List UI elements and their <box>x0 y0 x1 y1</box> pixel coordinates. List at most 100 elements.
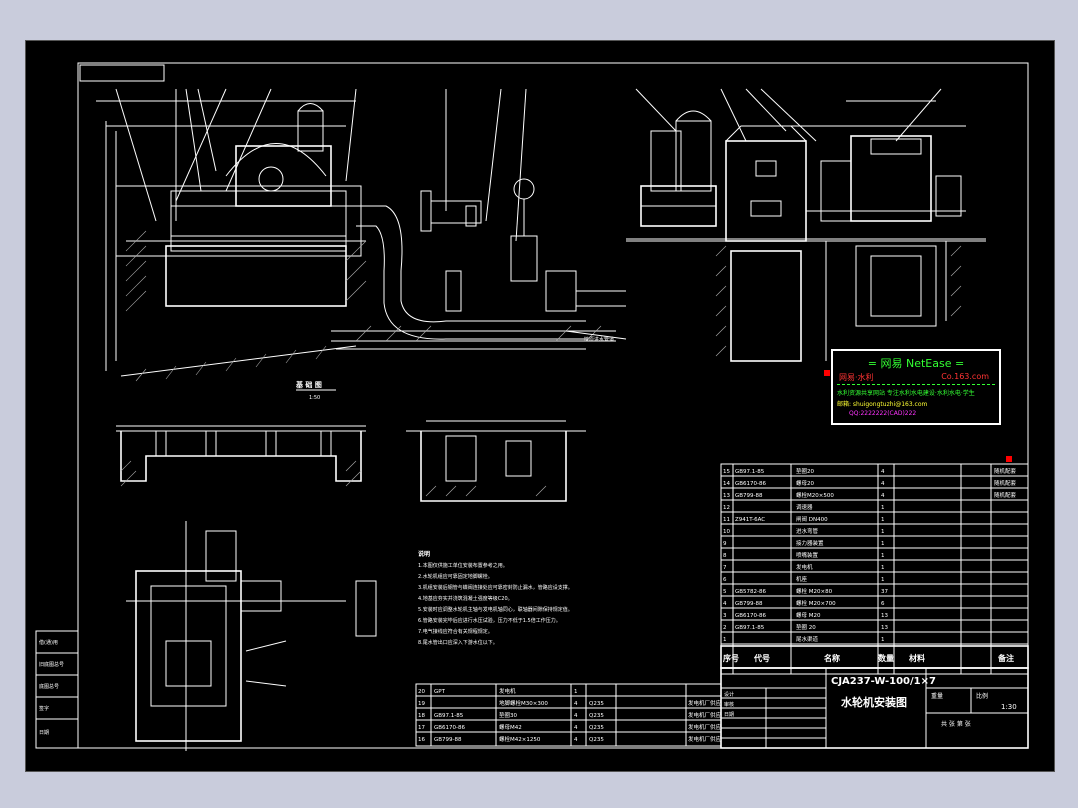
bom-cell-name: 垫圈 20 <box>796 623 816 631</box>
note-1: 1.本图仅供施工单位安装布置参考之用。 <box>418 562 508 569</box>
bom-cell-note: 随机配套 <box>994 479 1017 487</box>
bom-cell-code: GB799-88 <box>735 493 763 499</box>
bom-header-seq: 序号 <box>723 653 739 663</box>
bom-cell-qty: 4 <box>881 481 885 487</box>
bom-cell-qty: 1 <box>881 553 885 559</box>
parts2-cell-name: 地脚螺栓M30×300 <box>499 699 548 707</box>
parts2-cell-qty: 4 <box>574 725 578 731</box>
left-stamp: 借(通)用 旧底图总号 底图总号 签字 日期 <box>35 630 79 749</box>
bom-cell-note: 随机配套 <box>994 467 1017 475</box>
parts2-cell-qty: 1 <box>574 689 578 695</box>
sheet-label: 共 张 第 张 <box>941 720 971 728</box>
bom-cell-qty: 1 <box>881 565 885 571</box>
bom-cell-code: GB5782-86 <box>735 589 767 595</box>
parts2-cell-name: 发电机 <box>499 687 516 695</box>
bom-cell-seq: 5 <box>723 589 727 595</box>
bom-cell-qty: 1 <box>881 637 885 643</box>
note-8: 8.尾水管出口应深入下游水位以下。 <box>418 639 498 646</box>
bom-cell-seq: 2 <box>723 625 727 631</box>
bom-cell-qty: 6 <box>881 601 885 607</box>
parts2-cell-mat: Q235 <box>589 701 604 707</box>
bom-cell-seq: 11 <box>723 517 730 523</box>
bom-header-code: 代号 <box>753 653 770 663</box>
scale-value: 1:30 <box>1001 703 1017 711</box>
netease-title: = 网易 NetEase = <box>867 357 965 370</box>
parts2-cell-seq: 16 <box>418 737 425 743</box>
bom-header-qty: 数量 <box>878 653 894 663</box>
grip-marker[interactable] <box>824 370 830 376</box>
note-2: 2.水轮机组应可靠固定地脚螺栓。 <box>418 573 493 580</box>
netease-qq: QQ:2222222(CAD)222 <box>849 410 917 417</box>
bom-cell-name: 螺栓M20×500 <box>796 491 834 499</box>
parts2-cell-seq: 18 <box>418 713 425 719</box>
bom-cell-seq: 1 <box>723 637 727 643</box>
bom-cell-name: 喷嘴装置 <box>796 551 819 559</box>
grip-marker[interactable] <box>1006 456 1012 462</box>
parts2-cell-code: GB6170-86 <box>434 725 466 731</box>
bom-cell-note: 随机配套 <box>994 491 1017 499</box>
bom-cell-seq: 15 <box>723 469 730 475</box>
note-5: 5.安装时应调整水轮机主轴与发电机轴同心，联轴器间隙保持规定值。 <box>418 606 573 613</box>
netease-mail: 邮箱: shuigongtuzhi@163.com <box>837 401 928 408</box>
parts2-cell-seq: 20 <box>418 689 425 695</box>
bom-cell-qty: 1 <box>881 529 885 535</box>
bom-cell-name: 螺栓 M20×700 <box>796 599 836 607</box>
bom-cell-name: 接力器装置 <box>796 539 824 547</box>
bom-cell-seq: 14 <box>723 481 730 487</box>
note-4: 4.地基应夯实并浇筑混凝土强度等级C20。 <box>418 595 513 602</box>
drawing-model: CJA237-W-100/1×7 <box>831 676 936 687</box>
bom-cell-name: 调速器 <box>796 503 813 511</box>
note-3: 3.机组安装后钢管与蝶阀连接处应可靠密封防止漏水，管路应设支撑。 <box>418 584 573 591</box>
drawing-code-box <box>79 64 165 82</box>
parts2-cell-code: GB97.1-85 <box>434 713 464 719</box>
bom-cell-qty: 1 <box>881 541 885 547</box>
drawing-name: 水轮机安装图 <box>841 695 907 709</box>
bom-cell-qty: 1 <box>881 577 885 583</box>
bom-cell-code: GB6170-86 <box>735 613 767 619</box>
pipe-label: 接原进水管道 <box>584 336 614 343</box>
designer-label: 设计 <box>724 691 734 698</box>
bom-cell-qty: 4 <box>881 493 885 499</box>
bom-cell-code: GB97.1-85 <box>735 625 765 631</box>
elevation-view: 接原进水管道 基 础 图 1:50 <box>96 88 627 401</box>
parts2-cell-qty: 4 <box>574 701 578 707</box>
side-view <box>626 88 986 362</box>
netease-divider <box>837 384 995 385</box>
parts2-cell-note: 发电机厂供应 <box>688 711 722 719</box>
bom-cell-name: 闸阀 DN400 <box>796 515 828 523</box>
parts2-cell-seq: 19 <box>418 701 425 707</box>
bom-cell-name: 发电机 <box>796 563 813 571</box>
stamp-3: 底图总号 <box>39 683 59 690</box>
parts2-cell-name: 垫圈30 <box>499 711 517 719</box>
bom-cell-name: 螺母20 <box>796 479 814 487</box>
bom-cell-qty: 1 <box>881 517 885 523</box>
bom-cell-name: 螺母 M20 <box>796 611 821 619</box>
stamp-5: 日期 <box>39 730 49 736</box>
bom-cell-code: Z941T-6AC <box>735 517 765 523</box>
bom-cell-seq: 8 <box>723 553 727 559</box>
bom-cell-seq: 10 <box>723 529 730 535</box>
bom-cell-seq: 6 <box>723 577 727 583</box>
parts2-cell-name: 螺母M42 <box>499 723 522 731</box>
stamp-1: 借(通)用 <box>39 639 58 646</box>
bom-cell-seq: 9 <box>723 541 727 547</box>
bom-header-material: 材料 <box>909 653 925 663</box>
netease-watermark: = 网易 NetEase = 网易·水利 Co.163.com 水利资源共享网站… <box>831 349 1001 425</box>
bom-cell-code: GB6170-86 <box>735 481 767 487</box>
note-6: 6.管路安装完毕后应进行水压试验，压力不低于1.5倍工作压力。 <box>418 617 561 624</box>
bom-cell-qty: 13 <box>881 625 888 631</box>
parts2-cell-note: 发电机厂供应 <box>688 699 722 707</box>
bom-cell-code: GB799-88 <box>735 601 763 607</box>
drawing-canvas: 接原进水管道 基 础 图 1:50 <box>35 62 1029 751</box>
note-7: 7.电气接线应符合有关规程规定。 <box>418 628 493 635</box>
foundation-scale: 1:50 <box>309 395 320 401</box>
section-views <box>116 420 586 502</box>
netease-left: 网易·水利 <box>839 373 874 382</box>
bom-cell-name: 垫圈20 <box>796 467 814 475</box>
bom-cell-name: 尾水渠道 <box>796 635 819 643</box>
checker-label: 审核 <box>724 701 734 708</box>
stamp-4: 签字 <box>39 705 49 712</box>
parts2-cell-qty: 4 <box>574 737 578 743</box>
bom-cell-qty: 1 <box>881 505 885 511</box>
